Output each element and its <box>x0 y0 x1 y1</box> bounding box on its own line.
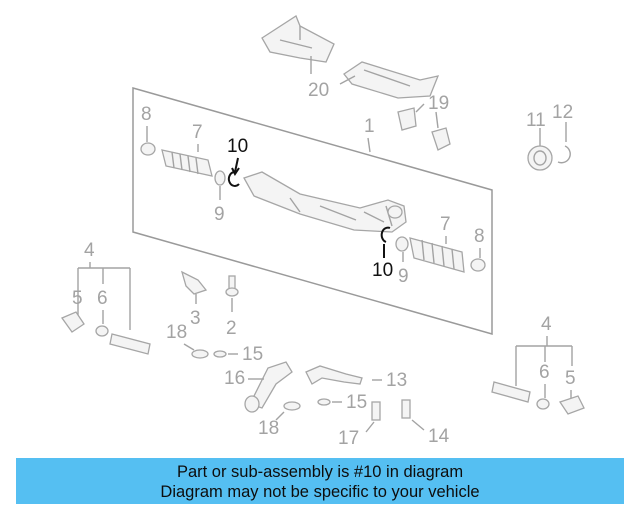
mount-bushing-part <box>397 107 451 151</box>
callout-3: 3 <box>190 308 201 329</box>
washer-15-bottom <box>317 398 331 406</box>
upper-bracket-part <box>261 15 335 63</box>
steering-rack-assembly-frame <box>132 87 493 335</box>
callout-6-left: 6 <box>97 288 108 309</box>
callout-6-right: 6 <box>539 362 550 383</box>
callout-12: 12 <box>552 102 573 123</box>
callout-1: 1 <box>364 116 375 137</box>
callout-11: 11 <box>526 110 546 131</box>
caption-banner: Part or sub-assembly is #10 in diagram D… <box>16 458 624 504</box>
rack-boot-left <box>161 149 213 177</box>
lower-bracket-part <box>343 61 440 99</box>
return-pipe-part-13 <box>305 365 363 385</box>
callout-2: 2 <box>226 318 237 339</box>
callout-19: 19 <box>428 93 449 114</box>
tie-rod-nut-left <box>140 142 156 156</box>
callout-9-right: 9 <box>398 266 409 287</box>
bracket-part-3 <box>180 270 208 295</box>
callout-8-left: 8 <box>141 104 152 125</box>
callout-13: 13 <box>386 370 407 391</box>
callout-5-right: 5 <box>565 368 576 389</box>
steering-gear-housing <box>243 171 407 233</box>
caption-line-2: Diagram may not be specific to your vehi… <box>160 483 480 501</box>
feed-pipe-part-16 <box>244 361 293 413</box>
clamp-part-10-right <box>380 226 391 243</box>
bushing-part-11 <box>527 145 553 171</box>
snap-ring-part-12 <box>557 145 571 164</box>
clip-part-9-right <box>395 236 409 252</box>
union-bolt-part-14 <box>401 399 411 419</box>
callout-18-top: 18 <box>166 322 187 343</box>
washer-18-top <box>191 349 209 359</box>
callout-15-bottom: 15 <box>346 392 367 413</box>
callout-10-left: 10 <box>227 136 248 157</box>
callout-4-right: 4 <box>541 314 552 335</box>
callout-7-right: 7 <box>440 214 451 235</box>
callout-8-right: 8 <box>474 226 485 247</box>
callout-7-left: 7 <box>192 122 203 143</box>
callout-17: 17 <box>338 428 359 449</box>
caption-line-1: Part or sub-assembly is #10 in diagram <box>176 463 464 481</box>
washer-18-bottom <box>283 401 301 411</box>
callout-14: 14 <box>428 426 450 447</box>
clamp-part-10-left <box>227 171 240 187</box>
rack-boot-right <box>409 237 465 273</box>
callout-18-bottom: 18 <box>258 418 279 439</box>
tie-rod-nut-right <box>470 258 486 272</box>
union-bolt-part-17 <box>371 401 381 421</box>
tie-rod-end-left <box>61 311 151 355</box>
callout-20: 20 <box>308 80 329 101</box>
callout-4-left: 4 <box>84 240 95 261</box>
bolt-part-2 <box>225 275 239 297</box>
callout-5-left: 5 <box>72 288 83 309</box>
callout-15-top: 15 <box>242 344 263 365</box>
tie-rod-end-right <box>491 381 585 415</box>
washer-15-top <box>213 350 227 358</box>
callout-9-left: 9 <box>214 204 225 225</box>
callout-16: 16 <box>224 368 245 389</box>
clip-part-9-left <box>214 170 226 186</box>
callout-10-right: 10 <box>372 260 393 281</box>
